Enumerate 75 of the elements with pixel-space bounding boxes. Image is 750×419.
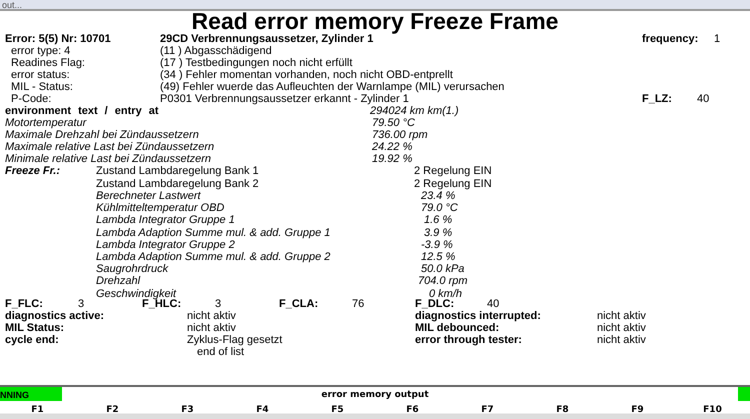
field-value: 50.0 kPa: [421, 263, 464, 276]
field-value: 1: [714, 33, 720, 45]
field-value: 19.92 %: [372, 153, 412, 165]
field-value: (34 ) Fehler momentan vorhanden, noch nicht OBD-entprellt: [160, 69, 453, 81]
field-value: 704.0 rpm: [418, 275, 468, 288]
field-label: MIL Status:: [5, 322, 64, 334]
field-value: 76: [352, 298, 364, 310]
field-value: (49) Fehler wuerde das Aufleuchten der Warnlampe (MIL) verursachen: [160, 81, 504, 93]
field-label: Motortemperatur: [5, 117, 86, 129]
function-key-button: F1: [0, 401, 75, 419]
field-label: Zustand Lambdaregelung Bank 2: [96, 178, 259, 190]
field-value: (17 ) Testbedingungen noch nicht erfüllt: [160, 57, 352, 69]
field-value: Zyklus-Flag gesetzt: [187, 334, 282, 346]
column-header: environment text / entry at: [5, 105, 159, 117]
field-value: 40: [697, 93, 710, 105]
field-value: 3.9 %: [424, 226, 452, 239]
field-value: nicht aktiv: [187, 322, 236, 334]
field-label: Maximale relative Last bei Zündaussetzern: [5, 141, 214, 153]
field-label: P-Code:: [11, 93, 52, 105]
function-key-button: F10: [675, 401, 750, 419]
field-label: F_HLC:: [142, 298, 182, 310]
field-value: 3: [215, 298, 222, 310]
window-title-text: out...: [2, 0, 22, 10]
field-value: 12.5 %: [421, 251, 456, 263]
status-text: error memory output: [321, 390, 429, 400]
end-of-list-text: end of list: [197, 346, 244, 358]
field-label: Zustand Lambdaregelung Bank 1: [96, 165, 259, 177]
field-value: 3: [78, 298, 84, 310]
field-label: diagnostics active:: [5, 310, 104, 322]
field-value: 79.0 °C: [421, 202, 458, 214]
field-value: 2 Regelung EIN: [414, 178, 492, 190]
field-value: 294024 km km(1.): [370, 105, 459, 117]
field-value: P0301 Verbrennungsaussetzer erkannt - Zylinder 1: [160, 93, 409, 105]
field-label: Drehzahl: [96, 275, 140, 288]
field-value: 736.00 rpm: [372, 129, 428, 141]
field-value: 24.22 %: [372, 141, 412, 153]
field-label: Readines Flag:: [11, 57, 85, 69]
field-label: error status:: [11, 69, 70, 81]
error-description: 29CD Verbrennungsaussetzer, Zylinder 1: [160, 33, 374, 45]
field-value: 40: [487, 298, 500, 310]
field-label: error through tester:: [415, 334, 522, 346]
field-label: frequency:: [642, 33, 698, 45]
page-title: Read error memory Freeze Frame: [190, 8, 560, 34]
field-label: F_DLC:: [415, 298, 454, 310]
field-label: diagnostics interrupted:: [415, 310, 541, 322]
field-label: Lambda Adaption Summe mul. & add. Gruppe 2: [96, 251, 330, 263]
section-label: Freeze Fr.:: [5, 165, 60, 177]
field-label: Minimale relative Last bei Zündaussetzern: [5, 153, 212, 165]
field-label: F_CLA:: [279, 298, 318, 310]
field-value: nicht aktiv: [597, 334, 646, 346]
field-label: Error: 5(5) Nr: 10701: [5, 33, 111, 45]
field-label: MIL debounced:: [415, 322, 500, 334]
field-value: 23.4 %: [421, 190, 456, 202]
field-label: Maximale Drehzahl bei Zündaussetzern: [5, 129, 199, 141]
field-label: F_LZ:: [642, 93, 672, 105]
field-value: 2 Regelung EIN: [414, 165, 492, 177]
field-label: Saugrohrdruck: [96, 263, 168, 276]
field-label: Lambda Adaption Summe mul. & add. Gruppe 1: [96, 226, 330, 239]
field-label: F_FLC:: [5, 298, 43, 310]
field-value: -3.9 %: [421, 238, 453, 251]
field-label: Berechneter Lastwert: [96, 190, 201, 202]
field-value: 0 km/h: [429, 288, 462, 300]
field-label: MIL - Status:: [11, 81, 73, 93]
field-label: error type: 4: [11, 45, 70, 57]
field-label: Lambda Integrator Gruppe 2: [96, 238, 235, 251]
field-label: cycle end:: [5, 334, 59, 346]
field-value: 79.50 °C: [372, 117, 415, 129]
field-value: 1.6 %: [424, 214, 452, 226]
field-label: Kühlmitteltemperatur OBD: [96, 202, 224, 214]
field-value: nicht aktiv: [597, 310, 646, 322]
field-label: Geschwindigkeit: [96, 288, 176, 300]
field-value: nicht aktiv: [187, 310, 236, 322]
field-value: (11 ) Abgasschädigend: [160, 45, 272, 57]
field-label: Lambda Integrator Gruppe 1: [96, 214, 235, 226]
field-value: nicht aktiv: [597, 322, 646, 334]
